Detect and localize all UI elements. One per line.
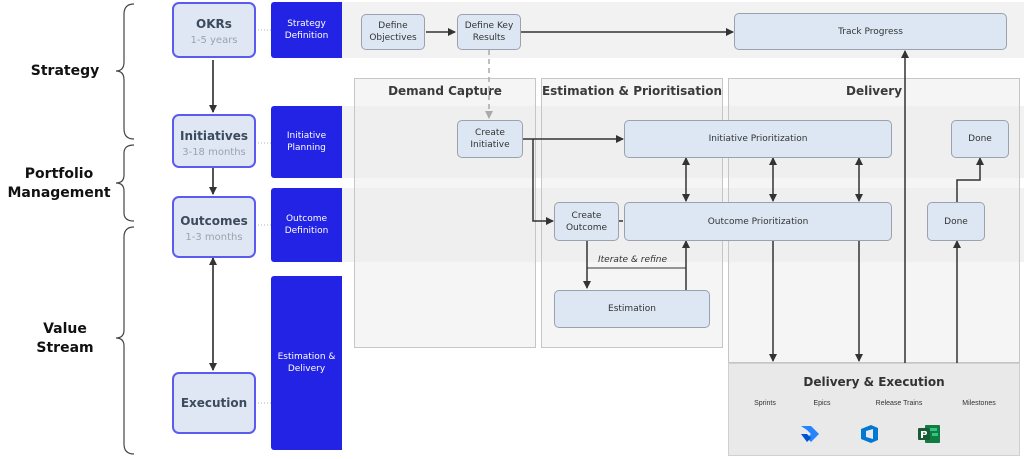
phase-value-stream: Value Stream [36,321,94,356]
delivery-execution-title: Delivery & Execution [803,375,945,389]
level-okrs: OKRs 1-5 years [172,2,256,58]
level-outcomes-subtitle: 1-3 months [185,232,243,243]
level-initiatives: Initiatives 3-18 months [172,114,256,168]
phase-strategy: Strategy [30,63,100,79]
column-title-demand-capture: Demand Capture [388,84,502,98]
node-outcome-prioritization[interactable]: Outcome Prioritization [624,202,892,241]
tool-label-milestones: Milestones [962,400,996,407]
stage-outcome-definition: Outcome Definition [271,188,342,262]
tool-label-epics: Epics [813,400,831,407]
node-estimation[interactable]: Estimation [554,290,710,328]
column-title-estimation: Estimation & Prioritisation [541,84,723,98]
level-okrs-subtitle: 1-5 years [190,35,238,46]
node-define-key-results[interactable]: Define Key Results [457,14,521,50]
tool-label-release-trains: Release Trains [875,400,923,407]
node-done-initiative[interactable]: Done [951,120,1009,158]
node-create-outcome[interactable]: Create Outcome [554,202,619,241]
level-execution-title: Execution [180,396,248,410]
column-title-delivery: Delivery [845,84,903,98]
delivery-execution-panel: Delivery & Execution Sprints Epics Relea… [728,363,1020,456]
azure-devops-icon [861,425,878,443]
node-track-progress[interactable]: Track Progress [734,13,1007,50]
node-create-initiative[interactable]: Create Initiative [457,120,523,158]
level-outcomes: Outcomes 1-3 months [172,196,256,258]
level-initiatives-title: Initiatives [179,129,249,143]
level-initiatives-subtitle: 3-18 months [182,147,246,158]
level-outcomes-title: Outcomes [180,214,248,228]
node-define-objectives[interactable]: Define Objectives [361,14,425,50]
level-okrs-title: OKRs [196,17,232,31]
jira-icon [801,426,819,442]
stage-strategy-definition: Strategy Definition [271,2,342,58]
node-done-outcome[interactable]: Done [927,202,985,241]
ms-project-icon [918,425,940,443]
node-initiative-prioritization[interactable]: Initiative Prioritization [624,120,892,158]
stage-estimation-delivery: Estimation & Delivery [271,276,342,450]
edge-label-iterate-refine: Iterate & refine [598,255,668,265]
tool-label-sprints: Sprints [754,400,776,407]
phase-portfolio-management: Portfolio Management [7,166,111,201]
stage-initiative-planning: Initiative Planning [271,106,342,178]
level-execution: Execution [172,372,256,434]
